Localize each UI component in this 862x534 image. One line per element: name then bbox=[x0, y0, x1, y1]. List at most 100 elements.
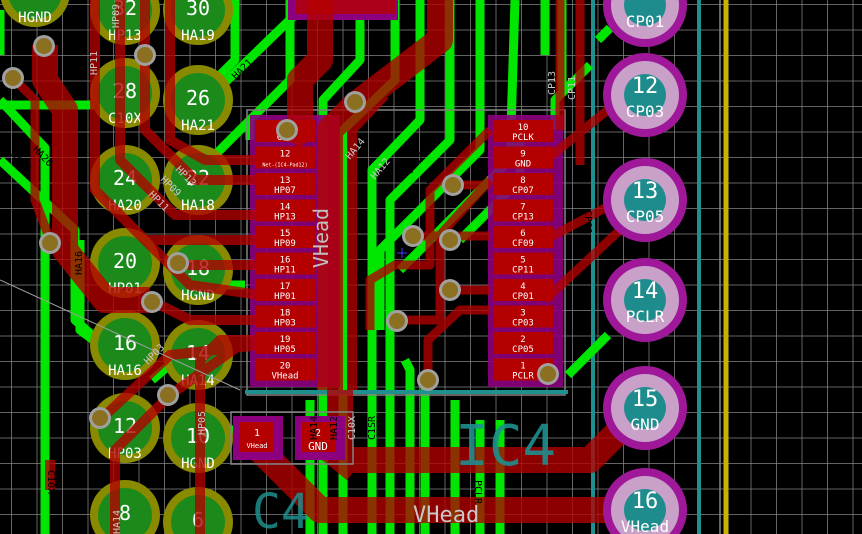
pad-net: CP05 bbox=[626, 207, 665, 226]
pad-number: 6 bbox=[520, 229, 525, 239]
pad-net: CP03 bbox=[512, 319, 534, 329]
via[interactable] bbox=[141, 291, 163, 313]
pad-net: C10X bbox=[108, 111, 142, 127]
pad-net: HP05 bbox=[274, 345, 296, 355]
ic4-reference: IC4 bbox=[455, 414, 556, 479]
pad-net: HP07 bbox=[274, 186, 296, 196]
via[interactable] bbox=[39, 232, 61, 254]
pad-net: HGND bbox=[18, 10, 52, 26]
c4-pad2[interactable] bbox=[302, 422, 335, 452]
front-trace bbox=[0, 96, 50, 534]
via[interactable] bbox=[439, 229, 461, 251]
vias bbox=[2, 35, 559, 429]
via[interactable] bbox=[276, 119, 298, 141]
c4-pad1-number: 1 bbox=[254, 428, 260, 439]
right-connector-pad[interactable]: CP01 bbox=[603, 0, 687, 47]
pad-number: 10 bbox=[518, 123, 529, 133]
back-trace bbox=[365, 126, 494, 330]
pad-number: 3 bbox=[520, 309, 525, 319]
via[interactable] bbox=[167, 252, 189, 274]
pad-number: 14 bbox=[632, 279, 659, 304]
via[interactable] bbox=[33, 35, 55, 57]
back-trace bbox=[195, 335, 260, 534]
pad-net: CP07 bbox=[512, 186, 534, 196]
pad-number: 13 bbox=[632, 179, 659, 204]
back-trace bbox=[140, 0, 260, 185]
pad-net: PCLK bbox=[512, 133, 534, 143]
pad-number: 8 bbox=[520, 176, 525, 186]
pad-net: HP03 bbox=[274, 319, 296, 329]
pad-net: HP09 bbox=[274, 239, 296, 249]
via[interactable] bbox=[344, 91, 366, 113]
via[interactable] bbox=[537, 363, 559, 385]
pad-net: GND bbox=[631, 415, 660, 434]
pad-number: 15 bbox=[632, 387, 659, 412]
pad-number: 8 bbox=[119, 501, 131, 525]
pad-number: 12 bbox=[632, 74, 659, 99]
track-label: HA16 bbox=[74, 251, 85, 275]
via[interactable] bbox=[442, 174, 464, 196]
via[interactable] bbox=[439, 279, 461, 301]
pad-number: 7 bbox=[520, 203, 525, 213]
back-trace bbox=[347, 91, 389, 390]
c4-reference: C4 bbox=[252, 484, 310, 534]
via[interactable] bbox=[2, 67, 24, 89]
pad-net: HA19 bbox=[181, 28, 215, 44]
pad-net: CP13 bbox=[512, 213, 534, 223]
left-connector-pad[interactable]: HGND bbox=[0, 0, 70, 27]
via[interactable] bbox=[134, 44, 156, 66]
left-connector-pad[interactable]: 8 bbox=[90, 480, 160, 534]
via[interactable] bbox=[386, 310, 408, 332]
pad-number: 20 bbox=[113, 249, 137, 273]
back-trace bbox=[541, 226, 624, 304]
pad-net: HA16 bbox=[108, 363, 142, 379]
pad-number: 9 bbox=[520, 150, 525, 160]
pad-net: GND bbox=[515, 160, 531, 170]
via[interactable] bbox=[402, 225, 424, 247]
via[interactable] bbox=[417, 369, 439, 391]
pad-number: 30 bbox=[186, 0, 210, 20]
pad-number: 12 bbox=[280, 150, 291, 160]
pad-number: 13 bbox=[280, 176, 291, 186]
pad-number: 20 bbox=[280, 362, 291, 372]
pad-number: 4 bbox=[520, 282, 525, 292]
pad-net: CP11 bbox=[512, 266, 534, 276]
pad-number: 26 bbox=[186, 86, 210, 110]
c4-pad1[interactable] bbox=[240, 422, 273, 452]
via[interactable] bbox=[89, 407, 111, 429]
pad-net: Net-(IC4-Pad12) bbox=[262, 163, 307, 169]
via[interactable] bbox=[157, 384, 179, 406]
pad-number: 16 bbox=[280, 256, 291, 266]
ic4-courtyard bbox=[246, 109, 566, 396]
